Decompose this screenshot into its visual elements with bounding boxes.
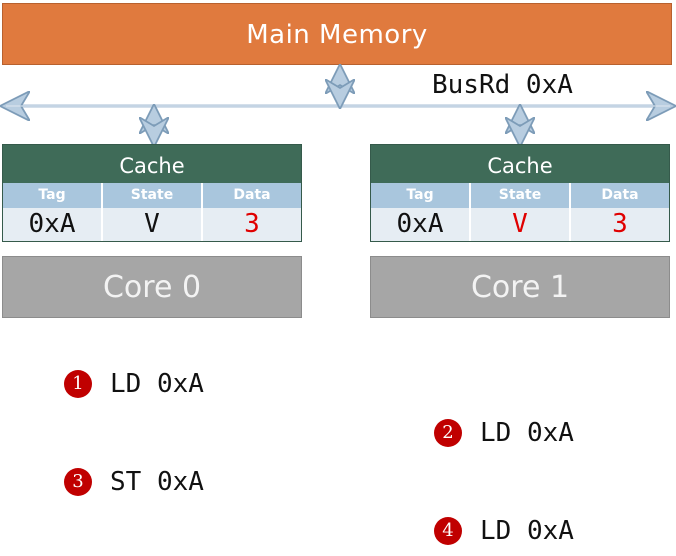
step-number-badge: 1 xyxy=(64,370,92,398)
step-number-badge: 4 xyxy=(434,517,462,545)
step-2: 2 LD 0xA xyxy=(434,418,574,448)
step-instruction: LD 0xA xyxy=(110,369,204,399)
step-1: 1 LD 0xA xyxy=(64,369,204,399)
cache-line-row: 0xA V 3 xyxy=(3,208,301,241)
core-0-block: Core 0 xyxy=(2,256,302,318)
step-number-badge: 2 xyxy=(434,419,462,447)
step-instruction: LD 0xA xyxy=(480,516,574,546)
state-value: V xyxy=(471,208,571,241)
cache-core1: Cache Tag State Data 0xA V 3 xyxy=(370,144,670,242)
cache-title: Cache xyxy=(3,145,301,183)
state-header: State xyxy=(471,183,571,208)
tag-value: 0xA xyxy=(3,208,103,241)
step-instruction: LD 0xA xyxy=(480,418,574,448)
tag-value: 0xA xyxy=(371,208,471,241)
bus-transaction-label: BusRd 0xA xyxy=(432,70,573,100)
cache-core0: Cache Tag State Data 0xA V 3 xyxy=(2,144,302,242)
core-1-block: Core 1 xyxy=(370,256,670,318)
step-4: 4 LD 0xA xyxy=(434,516,574,546)
data-value: 3 xyxy=(612,209,628,239)
tag-header: Tag xyxy=(3,183,103,208)
cache-title: Cache xyxy=(371,145,669,183)
step-instruction: ST 0xA xyxy=(110,467,204,497)
tag-header: Tag xyxy=(371,183,471,208)
data-header: Data xyxy=(601,187,639,203)
data-header: Data xyxy=(233,187,271,203)
state-value: V xyxy=(103,208,203,241)
cache-header-row: Tag State Data xyxy=(371,183,669,208)
cache-header-row: Tag State Data xyxy=(3,183,301,208)
main-memory-block: Main Memory xyxy=(2,3,672,65)
step-number-badge: 3 xyxy=(64,468,92,496)
data-value: 3 xyxy=(244,209,260,239)
cache-line-row: 0xA V 3 xyxy=(371,208,669,241)
state-header: State xyxy=(103,183,203,208)
step-3: 3 ST 0xA xyxy=(64,467,204,497)
